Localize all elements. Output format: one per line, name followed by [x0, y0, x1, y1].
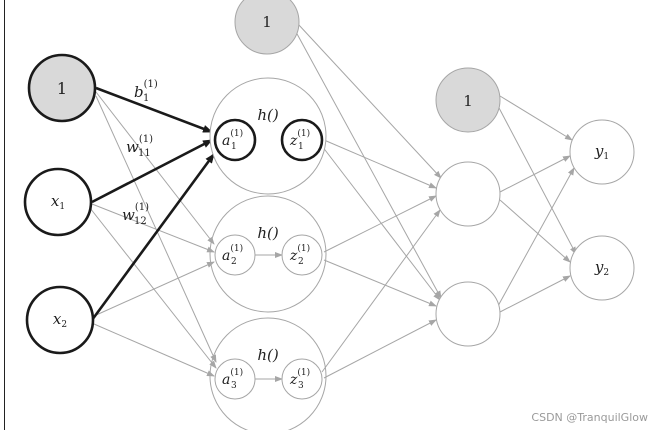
neuron-2-z-label: z(1)2 — [289, 243, 310, 267]
hidden-layer-2: 1 — [435, 67, 501, 347]
edge-h2-y1 — [497, 167, 575, 307]
neuron-2-outer — [209, 195, 327, 313]
neuron-1-outer — [209, 77, 327, 195]
edge-x1-a3 — [89, 207, 217, 369]
layer2-bias-node — [435, 67, 501, 133]
edge-h2-y2 — [499, 275, 571, 313]
layer2-node-1 — [435, 161, 501, 227]
hidden-bias-label: 1 — [262, 13, 272, 31]
edge-z2-h1 — [323, 195, 437, 253]
edge-z3-h2 — [323, 319, 437, 379]
neuron-1-activation-label: h() — [257, 106, 279, 124]
neuron-3-outer — [209, 317, 327, 430]
input-x2-node — [25, 285, 95, 355]
neuron-3-a-label: a(1)3 — [222, 367, 243, 391]
neuron-1-z-node — [280, 118, 324, 162]
edge-z1-h1 — [323, 139, 437, 189]
edge-z3-h1 — [321, 209, 441, 373]
edge-bias3-y1 — [499, 95, 573, 141]
neuron-3-activation-label: h() — [257, 346, 279, 364]
edge-x2-a1 — [90, 153, 216, 321]
edge-bias3-y2 — [497, 105, 577, 255]
output-y2-label: y2 — [594, 258, 609, 278]
neuron-2-a-node — [214, 234, 256, 276]
hidden-layer-1: 1 h() a(1)1 z(1)1 h() a(1)2 z(1)2 — [209, 0, 327, 430]
hidden-neuron-1: h() a(1)1 z(1)1 — [209, 77, 327, 195]
edge-h1-y2 — [499, 199, 571, 263]
output-y2-node — [569, 235, 635, 301]
neuron-2-z-node — [281, 234, 323, 276]
light-connections — [89, 23, 577, 382]
layer2-bias-label: 1 — [463, 92, 473, 110]
weight-label-w12: w(1)12 — [122, 202, 149, 227]
neuron-3-a-node — [214, 358, 256, 400]
weight-labels: b(1)1 w(1)11 w(1)12 — [122, 79, 158, 227]
edge-x1-a2 — [91, 203, 215, 253]
neuron-1-z-label: z(1)1 — [289, 128, 310, 152]
input-layer: 1 x1 x2 — [23, 53, 97, 355]
weight-label-b1: b(1)1 — [134, 79, 158, 104]
hidden-bias-node — [234, 0, 300, 55]
edge-x2-a3 — [93, 323, 215, 377]
neuron-1-a-node — [213, 118, 257, 162]
edge-z2-h2 — [323, 259, 437, 307]
edge-bias2-h1 — [297, 23, 442, 179]
input-bias-label: 1 — [57, 79, 67, 98]
layer2-node-2 — [435, 281, 501, 347]
output-layer: y1 y2 — [569, 119, 635, 301]
left-border-line — [4, 0, 5, 430]
hidden-neuron-2: h() a(1)2 z(1)2 — [209, 195, 327, 313]
neuron-2-activation-label: h() — [257, 224, 279, 242]
edge-x2-a2 — [93, 261, 215, 317]
input-bias-node — [27, 53, 97, 123]
input-x1-label: x1 — [51, 192, 65, 212]
input-x1-node — [23, 167, 93, 237]
watermark-text: CSDN @TranquilGlow — [531, 411, 648, 424]
input-x2-label: x2 — [53, 310, 67, 330]
edge-bias2-h2 — [295, 31, 442, 299]
weight-label-w11: w(1)11 — [126, 134, 153, 159]
neuron-1-a-label: a(1)1 — [222, 128, 243, 152]
neuron-3-z-node — [281, 358, 323, 400]
neuron-3-z-label: z(1)3 — [289, 367, 310, 391]
edge-h1-y1 — [499, 155, 571, 193]
output-y1-label: y1 — [594, 142, 609, 162]
hidden-neuron-3: h() a(1)3 z(1)3 — [209, 317, 327, 430]
edge-bias1-a1 — [95, 86, 213, 134]
neuron-2-a-label: a(1)2 — [222, 243, 243, 267]
edge-x1-a1 — [91, 138, 213, 204]
output-y1-node — [569, 119, 635, 185]
